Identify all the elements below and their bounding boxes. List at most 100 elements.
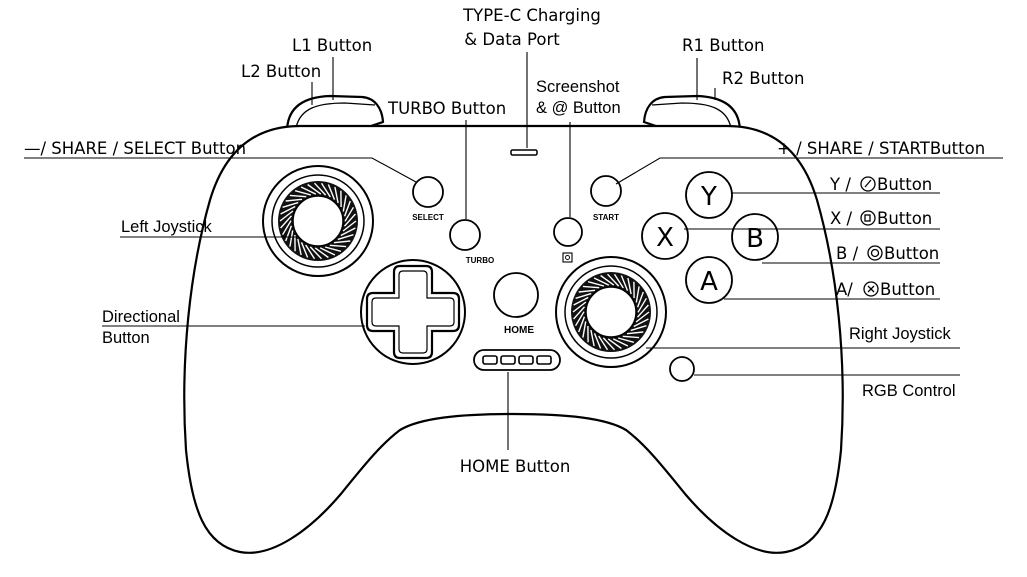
joystick-ridge <box>636 291 644 308</box>
label-start: + / SHARE / STARTButton <box>777 139 985 158</box>
led-indicator <box>473 349 561 371</box>
joystick-ridge <box>573 306 586 320</box>
triangle-symbol-icon <box>860 176 876 192</box>
joystick-ridge <box>626 331 644 335</box>
joystick-ridge <box>285 225 293 242</box>
joystick-ridge <box>613 273 624 289</box>
joystick-ridge <box>324 246 342 252</box>
face-button-a[interactable]: A <box>685 256 733 304</box>
joystick-ridge <box>281 220 292 236</box>
label-x: X / <box>830 209 853 228</box>
joystick-ridge <box>289 194 307 198</box>
joystick-ridge <box>300 242 309 258</box>
joystick-ridge <box>294 190 312 196</box>
joystick-ridge <box>587 281 605 287</box>
start-button[interactable]: START <box>590 175 622 222</box>
joystick-ridge <box>627 277 632 295</box>
screenshot-button[interactable] <box>553 217 583 263</box>
svg-text:A: A <box>700 267 718 297</box>
label-b-group: B / Button <box>836 244 939 263</box>
rgb-control-button[interactable] <box>669 356 695 382</box>
screenshot-icon <box>562 252 573 263</box>
face-button-y[interactable]: Y <box>685 171 733 219</box>
joystick-ridge <box>600 274 615 286</box>
circle-symbol-icon <box>867 245 883 261</box>
joystick-ridge <box>572 301 587 313</box>
leader-lines <box>24 52 1003 450</box>
joystick-ridge <box>578 289 596 293</box>
start-text: START <box>593 213 619 222</box>
joystick-ridge <box>606 273 620 287</box>
label-a: A/ <box>836 280 853 299</box>
cross-symbol-icon <box>863 281 879 297</box>
joystick-ridge <box>279 210 294 222</box>
joystick-ridge <box>620 275 629 291</box>
joystick-ridge <box>314 247 329 259</box>
label-directional-line2: Button <box>102 329 150 347</box>
home-button[interactable]: HOME <box>493 272 539 336</box>
face-button-x[interactable]: X <box>641 212 689 260</box>
face-button-b[interactable]: B <box>731 213 779 261</box>
joystick-ridge <box>333 240 351 244</box>
joystick-ridge <box>574 311 585 327</box>
svg-text:Y: Y <box>700 182 717 212</box>
joystick-ridge <box>593 333 602 349</box>
home-text: HOME <box>504 325 534 336</box>
label-a-group: A/ Button <box>836 280 935 299</box>
label-y-suffix: Button <box>877 175 932 194</box>
joystick-ridge <box>280 205 296 215</box>
joystick-ridge <box>297 238 302 256</box>
joystick-ridge <box>582 321 587 338</box>
joystick-ridge <box>612 338 629 347</box>
joystick-ridge <box>337 234 354 241</box>
right-joystick[interactable] <box>555 256 667 368</box>
joystick-ridge <box>635 286 640 303</box>
label-l2: L2 Button <box>241 62 321 81</box>
label-y: Y / <box>829 175 851 194</box>
joystick-ridge <box>343 200 351 217</box>
label-r1: R1 Button <box>682 36 764 55</box>
joystick-ridge <box>280 215 293 229</box>
label-b: B / <box>836 244 859 263</box>
label-b-suffix: Button <box>884 244 939 263</box>
type-c-port <box>510 149 538 156</box>
joystick-ridge <box>319 247 336 256</box>
joystick-ridge <box>607 338 622 350</box>
directional-pad[interactable] <box>360 259 466 365</box>
joystick-ridge <box>334 186 339 204</box>
label-l1: L1 Button <box>292 36 372 55</box>
joystick-ridge <box>636 304 649 318</box>
joystick-ridge <box>309 246 323 260</box>
label-a-suffix: Button <box>880 280 935 299</box>
select-button[interactable]: SELECT <box>412 176 444 222</box>
label-screenshot-line1: Screenshot <box>536 78 620 96</box>
svg-text:B: B <box>746 224 764 254</box>
joystick-ridge <box>313 182 327 196</box>
label-select: —/ SHARE / SELECT Button <box>24 139 246 158</box>
joystick-ridge <box>342 195 347 212</box>
label-turbo: TURBO Button <box>387 99 506 118</box>
joystick-ridge <box>635 311 650 323</box>
label-left-joystick: Left Joystick <box>121 218 213 236</box>
joystick-ridge <box>578 316 586 333</box>
joystick-ridge <box>637 297 648 313</box>
joystick-ridge <box>320 182 331 198</box>
joystick-ridge <box>590 329 595 347</box>
turbo-button[interactable]: TURBO <box>449 219 494 265</box>
joystick-ridge <box>305 244 316 260</box>
joystick-ridge <box>342 220 357 232</box>
joystick-ridge <box>598 335 609 351</box>
label-y-group: Y / Button <box>829 175 932 194</box>
joystick-ridge <box>289 230 294 247</box>
joystick-ridge <box>593 277 610 286</box>
joystick-ridge <box>285 198 303 202</box>
joystick-ridge <box>573 296 589 306</box>
label-directional-line1: Directional <box>102 308 180 326</box>
joystick-ridge <box>300 186 317 195</box>
joystick-ridge <box>340 227 356 237</box>
square-symbol-icon <box>860 210 876 226</box>
turbo-text: TURBO <box>466 256 494 265</box>
left-joystick[interactable] <box>262 165 374 277</box>
